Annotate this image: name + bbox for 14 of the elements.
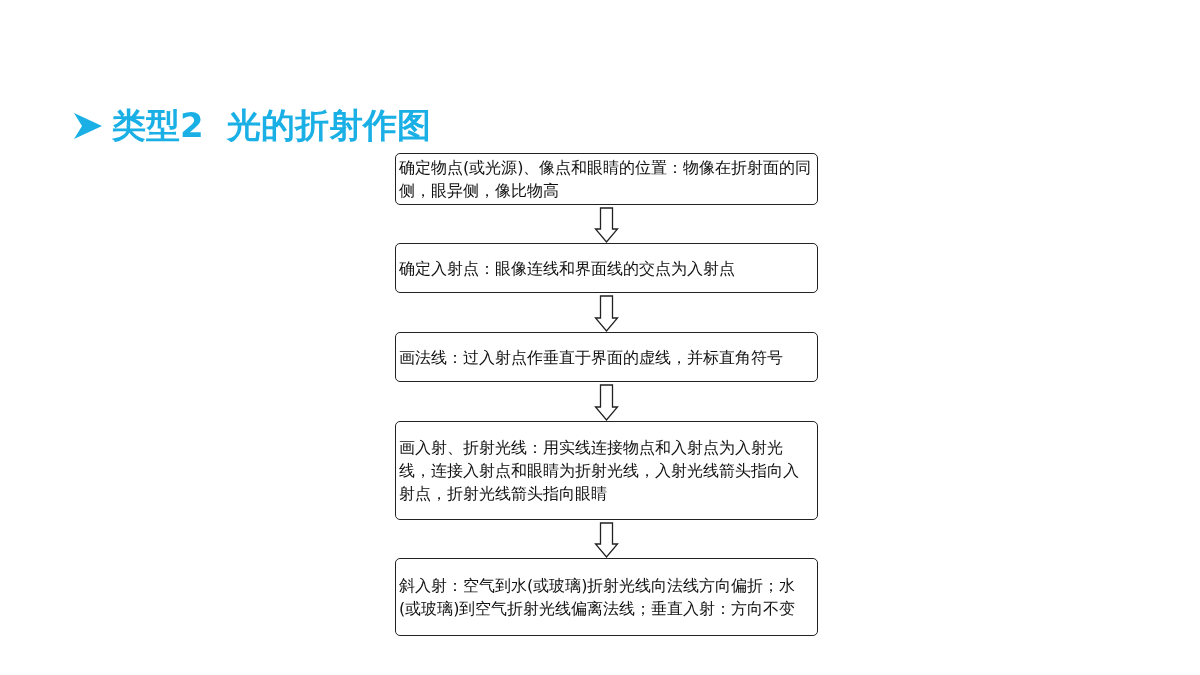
hollow-arrow bbox=[594, 522, 619, 558]
step-box bbox=[395, 421, 818, 520]
step-text: 确定入射点：眼像连线和界面线的交点为入射点 bbox=[399, 257, 736, 280]
hollow-arrow bbox=[594, 295, 619, 332]
hollow-arrow bbox=[594, 384, 619, 421]
hollow-arrow bbox=[594, 207, 619, 243]
step-box bbox=[395, 243, 818, 293]
step-text: 画入射、折射光线：用实线连接物点和入射点为入射光线，连接入射点和眼睛为折射光线，入射光线箭头指向入射点，折射光线箭头指向眼睛 bbox=[399, 437, 800, 505]
title: 类型2 光的折射作图 bbox=[112, 104, 432, 147]
step-text: 确定物点(或光源)、像点和眼睛的位置：物像在折射面的同侧，眼异侧，像比物高 bbox=[399, 157, 813, 202]
step-text: 画法线：过入射点作垂直于界面的虚线，并标直角符号 bbox=[399, 346, 784, 369]
step-box bbox=[395, 332, 818, 382]
step-text: 斜入射：空气到水(或玻璃)折射光线向法线方向偏折；水(或玻璃)到空气折射光线偏离法线；垂直入射：方向不变 bbox=[399, 575, 797, 620]
step-box bbox=[395, 558, 818, 636]
